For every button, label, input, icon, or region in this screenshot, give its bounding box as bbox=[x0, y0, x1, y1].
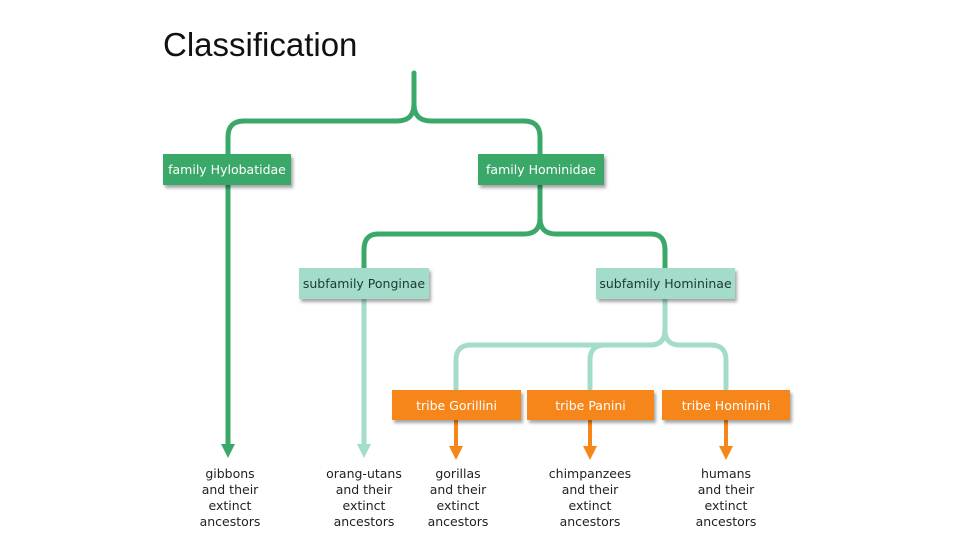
chimpanzees-arrow-icon bbox=[583, 446, 597, 460]
orangutans-arrow-icon bbox=[357, 444, 371, 458]
leaf-gorillas-line-1: gorillas bbox=[435, 466, 481, 481]
leaf-gorillas-line-4: ancestors bbox=[427, 514, 489, 529]
tribe-arrow-lines bbox=[454, 420, 728, 448]
leaf-gorillas: gorillas and their extinct ancestors bbox=[403, 466, 513, 530]
leaf-humans-line-1: humans bbox=[700, 466, 752, 481]
leaf-chimpanzees-line-1: chimpanzees bbox=[548, 466, 632, 481]
family-hylobatidae-box: family Hylobatidae bbox=[163, 154, 291, 185]
leaf-humans-line-4: ancestors bbox=[695, 514, 757, 529]
leaf-gorillas-line-3: extinct bbox=[436, 498, 480, 513]
leaf-orangutans-line-2: and their bbox=[335, 482, 393, 497]
leaf-gibbons-line-1: gibbons bbox=[205, 466, 255, 481]
gibbons-arrow-icon bbox=[221, 444, 235, 458]
leaf-humans: humans and their extinct ancestors bbox=[671, 466, 781, 530]
subfamily-homininae-box: subfamily Homininae bbox=[596, 268, 735, 299]
leaf-orangutans: orang-utans and their extinct ancestors bbox=[309, 466, 419, 530]
tribe-panini-box: tribe Panini bbox=[527, 390, 654, 420]
leaf-gibbons-line-4: ancestors bbox=[199, 514, 261, 529]
subfamily-branch-lines bbox=[361, 295, 729, 449]
leaf-gorillas-line-2: and their bbox=[429, 482, 487, 497]
leaf-chimpanzees-line-3: extinct bbox=[568, 498, 612, 513]
page-title: Classification bbox=[163, 26, 358, 63]
leaf-chimpanzees-line-2: and their bbox=[561, 482, 619, 497]
leaf-chimpanzees: chimpanzees and their extinct ancestors bbox=[535, 466, 645, 530]
leaf-gibbons-line-3: extinct bbox=[208, 498, 252, 513]
family-branch-lines bbox=[225, 70, 668, 449]
leaf-orangutans-line-3: extinct bbox=[342, 498, 386, 513]
leaf-gibbons-line-2: and their bbox=[201, 482, 259, 497]
gorillas-arrow-icon bbox=[449, 446, 463, 460]
humans-arrow-icon bbox=[719, 446, 733, 460]
leaf-chimpanzees-line-4: ancestors bbox=[559, 514, 621, 529]
family-hominidae-box: family Hominidae bbox=[478, 154, 604, 185]
leaf-orangutans-line-1: orang-utans bbox=[326, 466, 402, 481]
tribe-hominini-box: tribe Hominini bbox=[662, 390, 790, 420]
leaf-gibbons: gibbons and their extinct ancestors bbox=[175, 466, 285, 530]
leaf-humans-line-3: extinct bbox=[704, 498, 748, 513]
subfamily-ponginae-box: subfamily Ponginae bbox=[299, 268, 429, 299]
leaf-humans-line-2: and their bbox=[697, 482, 755, 497]
leaf-orangutans-line-4: ancestors bbox=[333, 514, 395, 529]
tribe-gorillini-box: tribe Gorillini bbox=[392, 390, 521, 420]
